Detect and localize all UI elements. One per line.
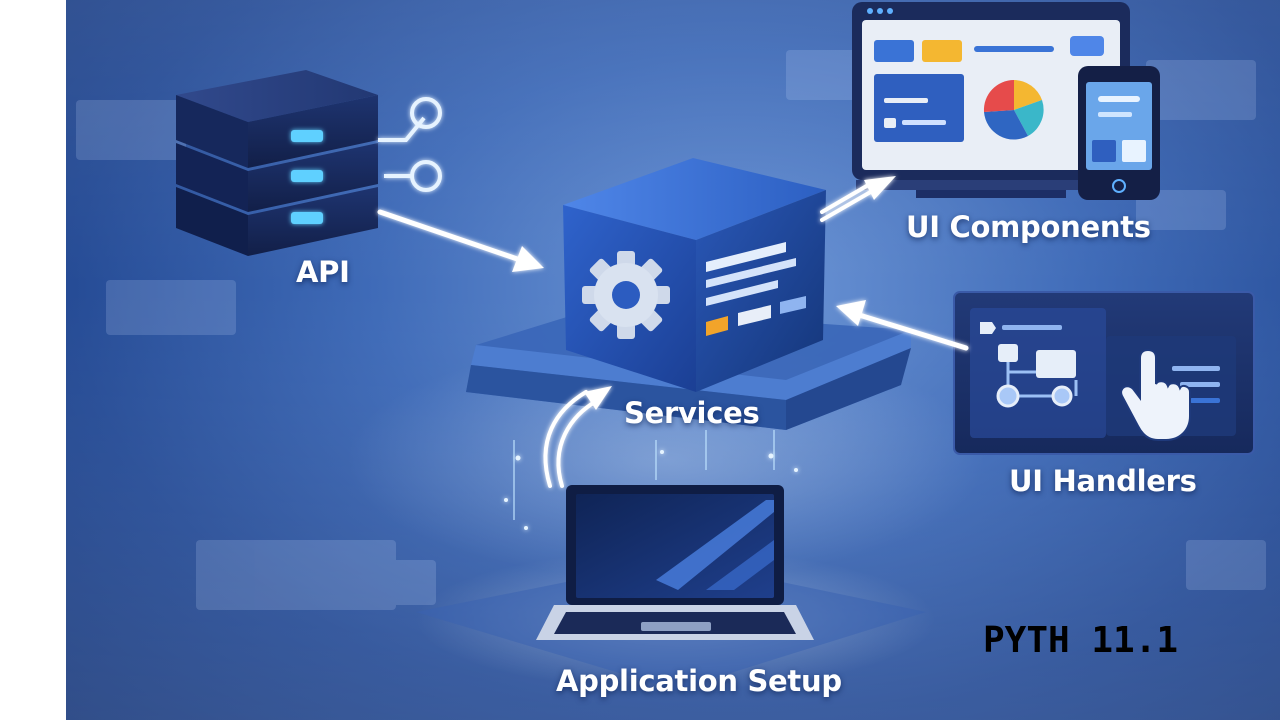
course-code-label: PYTH 11.1 bbox=[983, 620, 1179, 661]
phone-icon bbox=[1078, 66, 1160, 200]
arrowhead-ui-handlers-services bbox=[836, 300, 866, 326]
api-connector-icon bbox=[378, 97, 442, 192]
glow-particles bbox=[504, 450, 798, 530]
edge-services-to-ui-components bbox=[820, 182, 876, 222]
diagram-canvas: API Services UI Components UI Handlers A… bbox=[66, 0, 1280, 720]
node-label-ui-components: UI Components bbox=[906, 210, 1151, 244]
arrowhead-app-setup-services bbox=[584, 386, 612, 410]
arrowhead-services-ui-components bbox=[864, 176, 896, 200]
pie-chart-icon bbox=[983, 79, 1044, 140]
arrowhead-api-services bbox=[512, 246, 544, 272]
diagram-graphics bbox=[76, 2, 1266, 690]
node-label-api: API bbox=[296, 255, 350, 289]
laptop-icon bbox=[416, 485, 926, 690]
hand-pointer-icon bbox=[1120, 348, 1191, 441]
node-label-application-setup: Application Setup bbox=[556, 664, 842, 698]
background-decor bbox=[76, 50, 1266, 610]
server-stack-icon bbox=[176, 70, 378, 256]
edge-ui-handlers-to-services bbox=[853, 311, 969, 351]
node-label-services: Services bbox=[624, 396, 760, 430]
code-lines-icon bbox=[706, 242, 806, 336]
gear-icon bbox=[582, 251, 670, 339]
node-label-ui-handlers: UI Handlers bbox=[1009, 464, 1197, 498]
edge-api-to-services bbox=[377, 209, 529, 265]
ui-handlers-panel bbox=[953, 291, 1255, 455]
edge-app-setup-to-services bbox=[543, 390, 600, 488]
services-cube bbox=[563, 158, 826, 392]
data-streams bbox=[513, 430, 775, 520]
